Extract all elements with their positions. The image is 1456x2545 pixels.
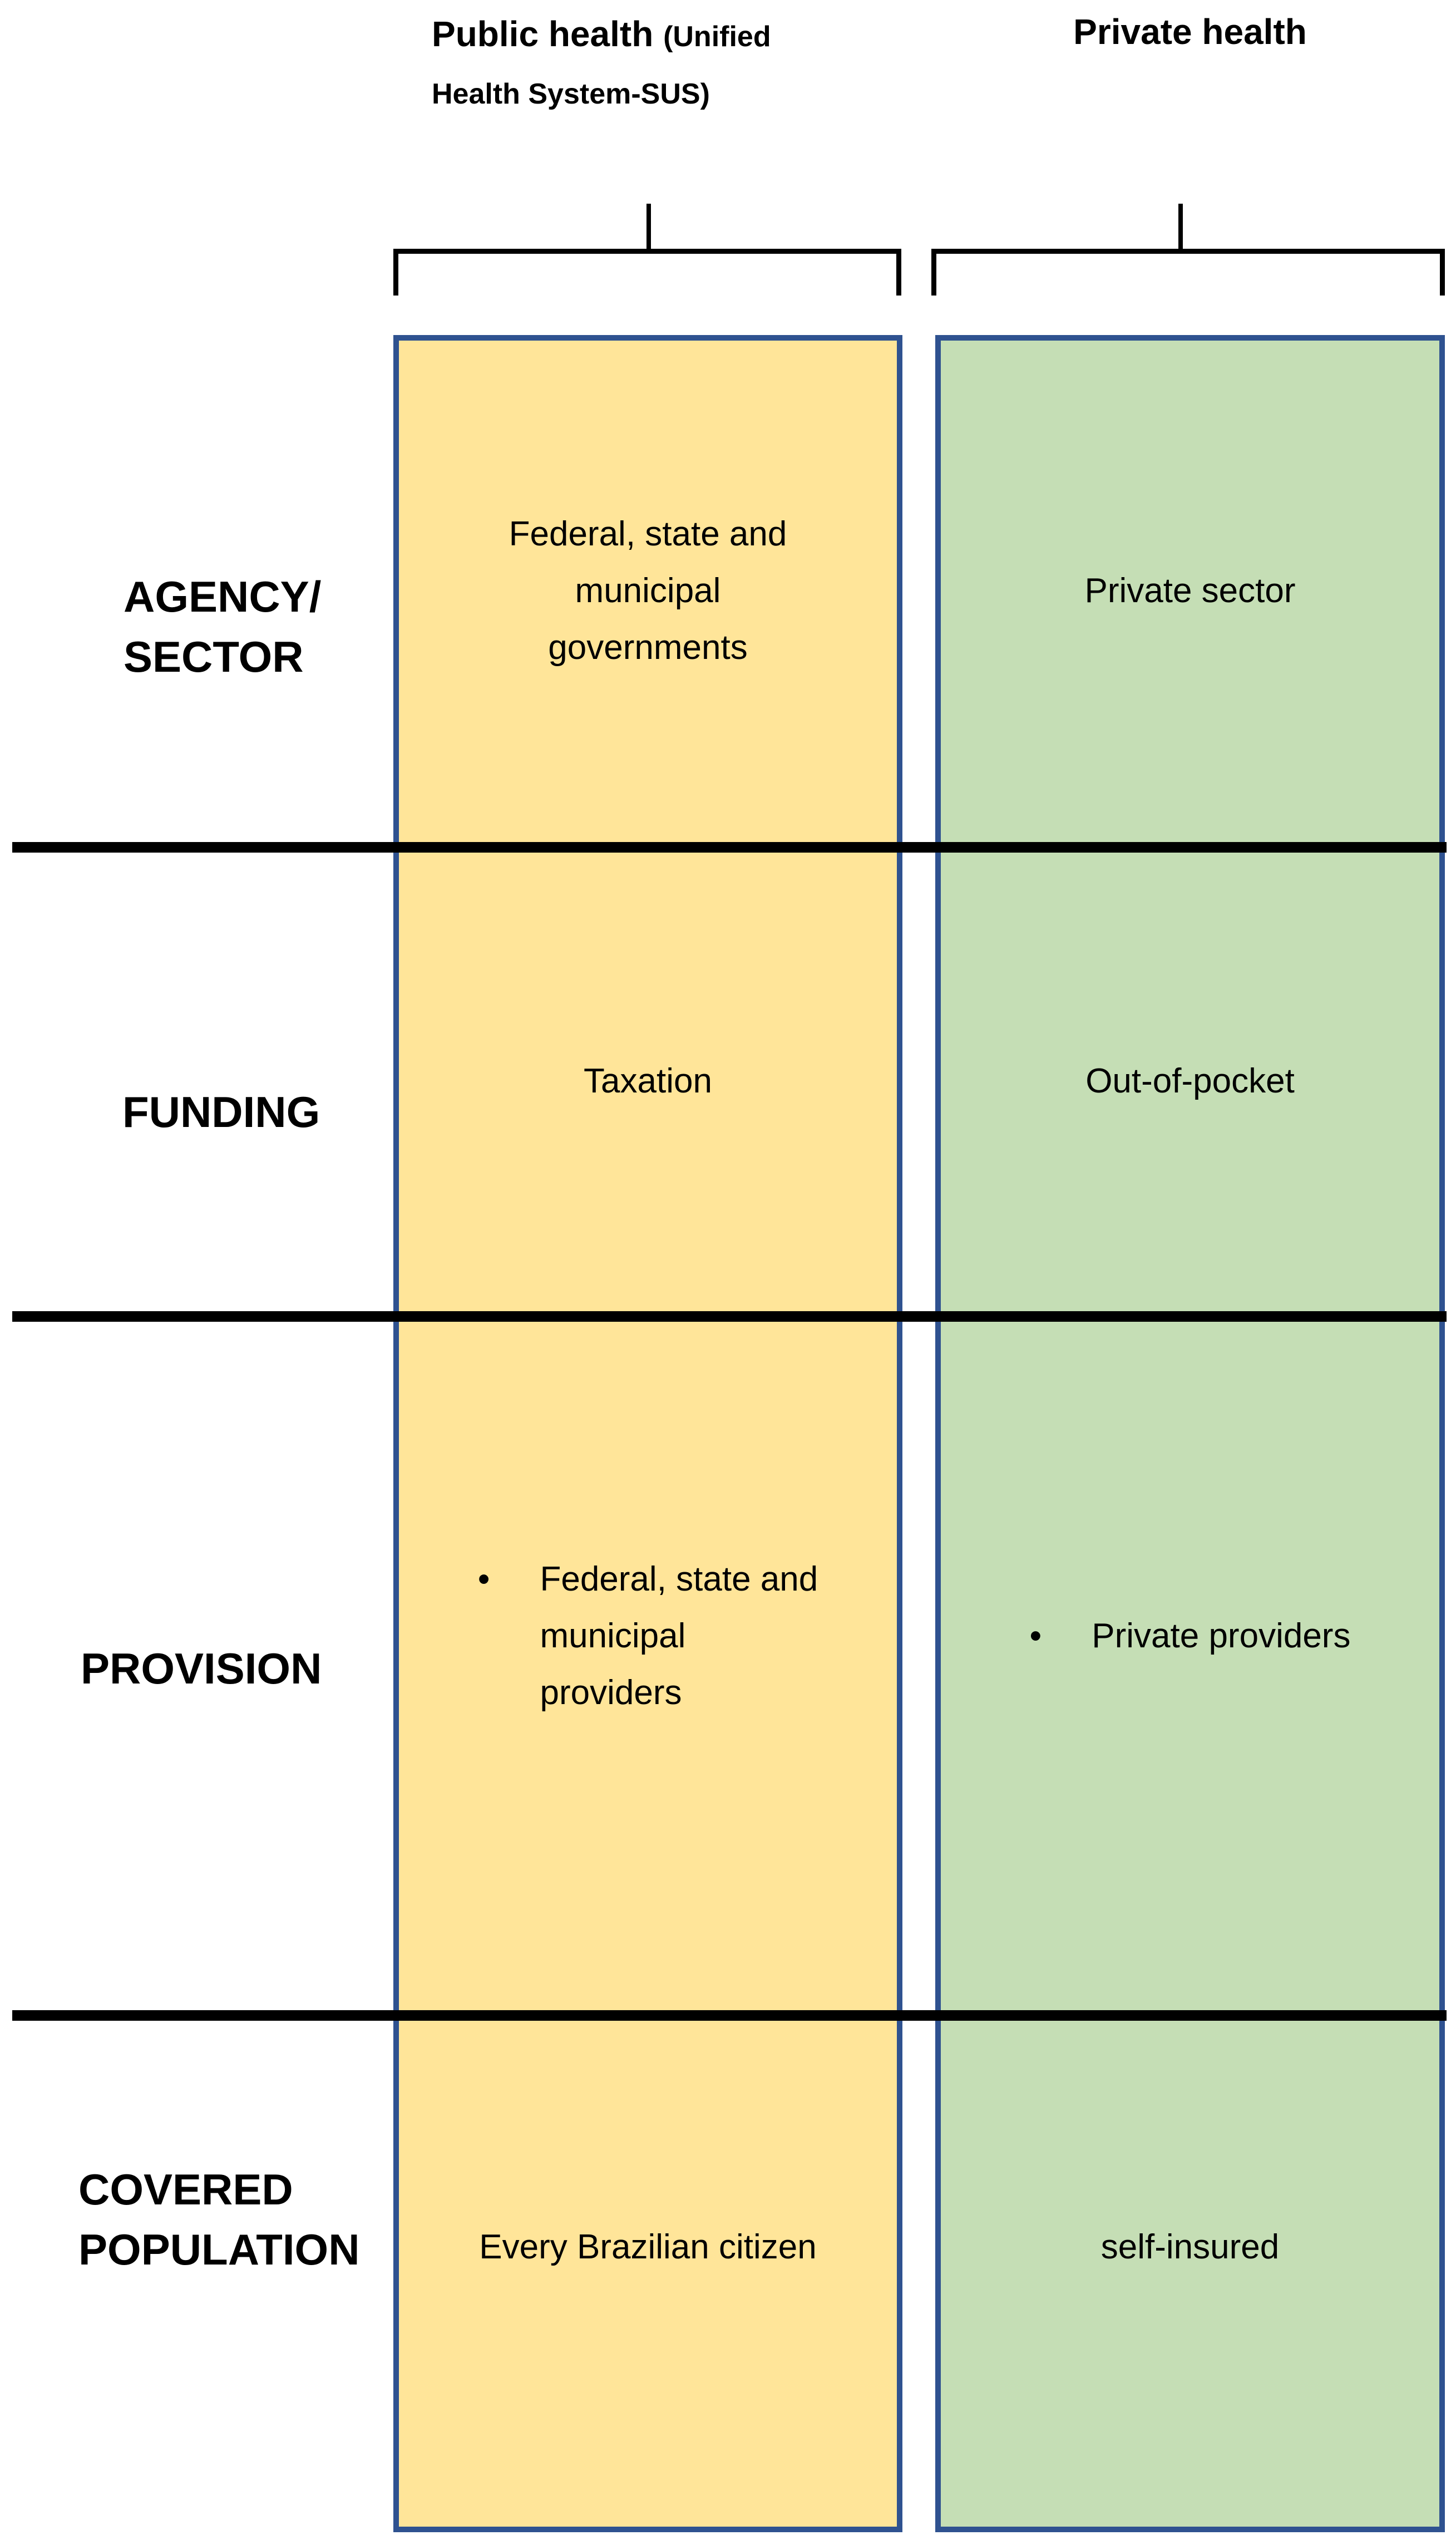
cell-funding-public: Taxation — [584, 1062, 712, 1100]
row-label-covered-population: COVERED POPULATION — [78, 2165, 360, 2274]
private-bracket-line — [931, 249, 1445, 254]
cell-provision-public: • Federal, state and municipal providers — [399, 1551, 897, 1721]
cell-agency-public: Federal, state and municipal governments — [509, 515, 787, 667]
private-health-header: Private health — [1073, 12, 1307, 52]
public-health-header-sub: (Unified Health System-SUS) — [432, 21, 771, 110]
cell-funding-private: Out-of-pocket — [1085, 1062, 1295, 1100]
row-label-agency-sector: AGENCY/ SECTOR — [124, 572, 322, 681]
cell-provision-public-text: Federal, state and municipal providers — [540, 1560, 818, 1712]
public-health-column — [393, 335, 902, 2532]
bullet-icon: • — [477, 1560, 490, 1598]
row-divider-1 — [12, 842, 1447, 853]
row-label-provision: PROVISION — [81, 1644, 322, 1693]
public-health-header-main: Public health — [432, 14, 664, 54]
private-bracket-left-tick — [931, 249, 936, 296]
cell-covered-private: self-insured — [1100, 2228, 1280, 2266]
public-bracket-left-tick — [393, 249, 398, 296]
private-connector-stem — [1178, 204, 1183, 251]
public-connector-stem — [646, 204, 651, 251]
private-bracket-right-tick — [1440, 249, 1445, 296]
cell-provision-private: • Private providers — [941, 1608, 1439, 1665]
public-health-header: Public health (Unified Health System-SUS… — [432, 7, 855, 121]
public-bracket-right-tick — [896, 249, 901, 296]
bullet-icon: • — [1029, 1617, 1042, 1655]
row-divider-2 — [12, 1311, 1447, 1322]
public-bracket-line — [393, 249, 901, 254]
private-health-column — [935, 335, 1445, 2532]
row-label-funding: FUNDING — [122, 1087, 320, 1136]
cell-provision-private-text: Private providers — [1092, 1617, 1351, 1655]
cell-agency-private: Private sector — [1084, 572, 1296, 610]
row-divider-3 — [12, 2010, 1447, 2021]
cell-covered-public: Every Brazilian citizen — [479, 2228, 817, 2266]
